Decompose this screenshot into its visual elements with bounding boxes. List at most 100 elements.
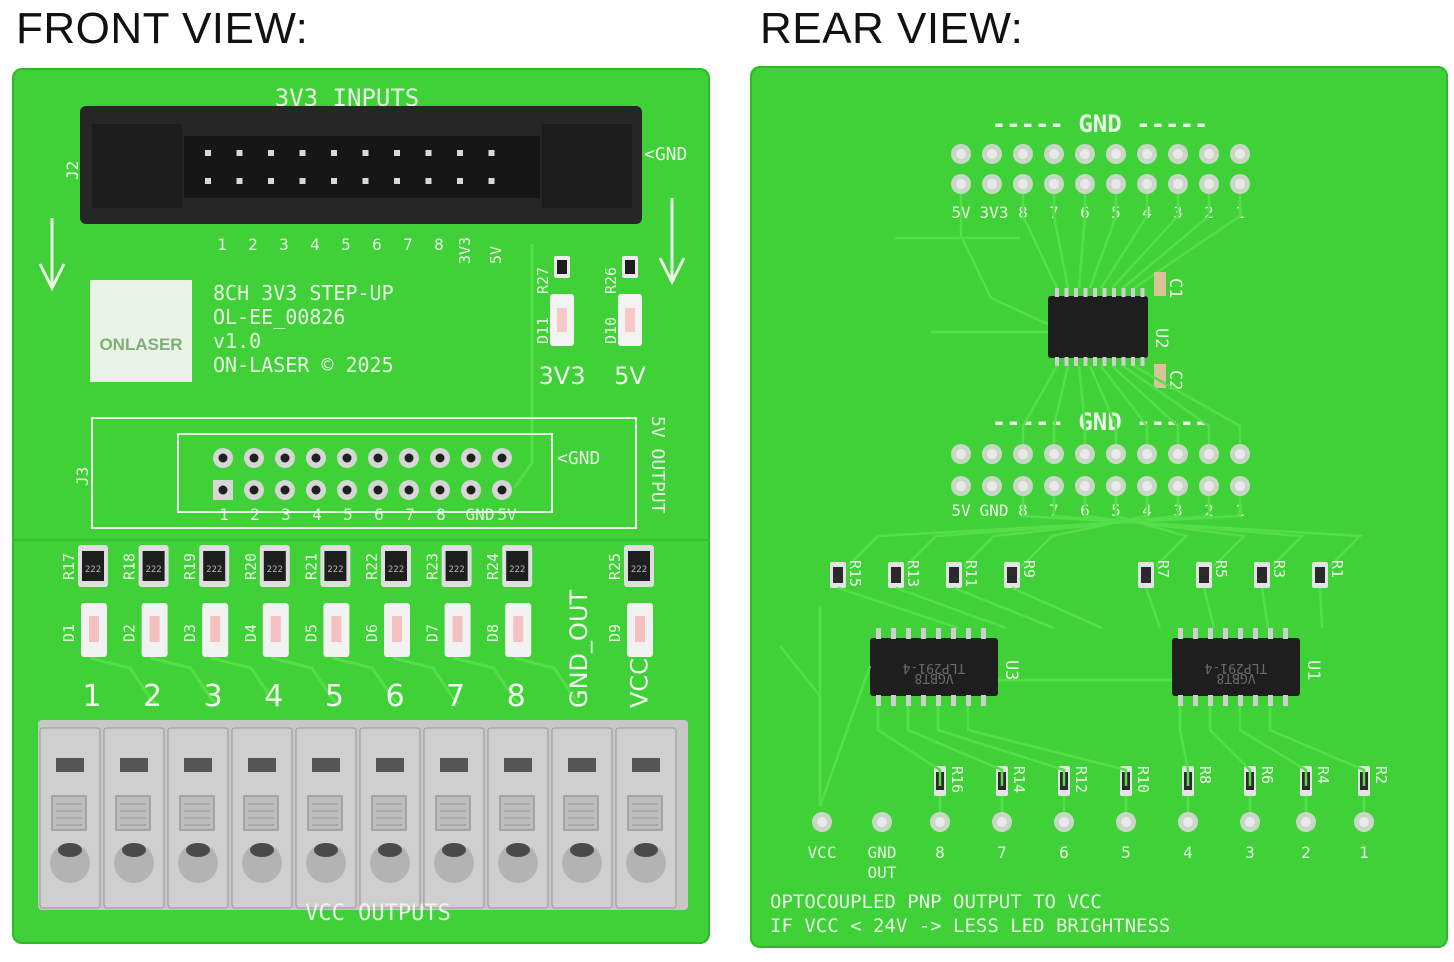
terminal-label: VCC bbox=[625, 658, 653, 708]
down-arrow-left bbox=[38, 218, 66, 292]
rear-pin-label: 5V bbox=[951, 501, 971, 520]
outputs-footer-label: VCC OUTPUTS bbox=[305, 901, 451, 926]
rear-upper-resistor-ref: R5 bbox=[1212, 560, 1230, 578]
indicator-resistor-ref: R27 bbox=[534, 267, 552, 294]
terminal-label: 3 bbox=[204, 679, 223, 714]
rear-lower-resistor-ref: R10 bbox=[1134, 766, 1152, 793]
output-pin-label: 5 bbox=[343, 505, 353, 524]
rear-bottom-pin-label: OUT bbox=[868, 863, 897, 882]
indicator-led-ref: D10 bbox=[602, 317, 620, 344]
terminal-label: 2 bbox=[143, 679, 162, 714]
rear-bottom-pin-label: VCC bbox=[808, 843, 837, 862]
u3-ref: U3 bbox=[1001, 660, 1021, 680]
j2-ref: J2 bbox=[63, 161, 82, 180]
rear-view-title: REAR VIEW: bbox=[760, 4, 1024, 53]
rear-lower-resistor-ref: R8 bbox=[1196, 766, 1214, 784]
svg-text:222: 222 bbox=[388, 565, 404, 575]
channel-resistor-ref: R21 bbox=[302, 553, 320, 580]
channel-led-ref: D2 bbox=[121, 624, 139, 642]
terminal-label: 7 bbox=[446, 679, 465, 714]
rear-lower-resistor-ref: R6 bbox=[1258, 766, 1276, 784]
output-pin-label: 2 bbox=[250, 505, 260, 524]
input-pin-label: 3 bbox=[279, 235, 289, 254]
terminal-label: 4 bbox=[264, 679, 283, 714]
svg-text:VGBT8: VGBT8 bbox=[1216, 670, 1255, 685]
output-pin-label: GND bbox=[466, 505, 495, 524]
u1-ref: U1 bbox=[1303, 660, 1323, 680]
output-pin-label: 1 bbox=[219, 505, 229, 524]
input-pin-label: 3V3 bbox=[456, 237, 474, 264]
rear-bottom-pin-label: 1 bbox=[1359, 843, 1369, 862]
j3-header-pins bbox=[213, 448, 512, 500]
c1-capacitor bbox=[1154, 272, 1166, 296]
output-pin-label: 6 bbox=[374, 505, 384, 524]
front-view-title: FRONT VIEW: bbox=[16, 4, 309, 53]
svg-text:ONLASER: ONLASER bbox=[99, 335, 182, 354]
terminal-label: 8 bbox=[507, 679, 526, 714]
j3-gnd-marker: <GND bbox=[557, 448, 600, 469]
channel-led-ref: D1 bbox=[60, 624, 78, 642]
j2-gnd-marker: <GND bbox=[644, 144, 687, 165]
output-pin-label: 5V bbox=[497, 505, 517, 524]
rear-bottom-pin-label: 8 bbox=[935, 843, 945, 862]
rear-pin-label: GND bbox=[980, 501, 1009, 520]
rear-upper-resistor-ref: R1 bbox=[1328, 560, 1346, 578]
down-arrow-right bbox=[658, 198, 686, 286]
terminal-labels: 1 2 3 4 5 6 7 8 GND_OUT VCC bbox=[82, 590, 653, 714]
indicator-led-ref: D11 bbox=[534, 317, 552, 344]
indicator-label: 5V bbox=[614, 362, 646, 390]
channel-led-ref: D4 bbox=[242, 624, 260, 642]
terminal-label: 5 bbox=[325, 679, 344, 714]
rear-lower-resistor-ref: R16 bbox=[948, 766, 966, 793]
input-pin-label: 1 bbox=[217, 235, 227, 254]
terminal-block bbox=[38, 720, 688, 910]
svg-text:222: 222 bbox=[85, 565, 101, 575]
output-side-label: 5V OUTPUT bbox=[647, 416, 668, 514]
rear-upper-resistor-ref: R7 bbox=[1154, 560, 1172, 578]
channel-led-ref: D5 bbox=[302, 624, 320, 642]
svg-text:222: 222 bbox=[509, 565, 525, 575]
rear-upper-resistor-ref: R9 bbox=[1020, 560, 1038, 578]
terminal-label: GND_OUT bbox=[565, 590, 593, 708]
channel-resistor-ref: R24 bbox=[484, 553, 502, 580]
rear-pin-label: 3V3 bbox=[980, 203, 1009, 222]
channel-resistor-ref: R25 bbox=[606, 553, 624, 580]
input-pin-label: 6 bbox=[372, 235, 382, 254]
info-line: 8CH 3V3 STEP-UP bbox=[213, 281, 394, 305]
rear-lower-resistor-ref: R14 bbox=[1010, 766, 1028, 793]
channel-resistor-ref: R19 bbox=[181, 553, 199, 580]
channel-resistor-ref: R23 bbox=[424, 553, 442, 580]
c1-ref: C1 bbox=[1165, 278, 1185, 298]
input-pin-label: 5 bbox=[341, 235, 351, 254]
indicator-label: 3V3 bbox=[539, 362, 586, 390]
input-pin-label: 5V bbox=[487, 246, 505, 264]
rear-bottom-pin-label: 7 bbox=[997, 843, 1007, 862]
terminal-label: 1 bbox=[82, 679, 101, 714]
terminal-label: 6 bbox=[385, 679, 404, 714]
rear-note-line-1: OPTOCOUPLED PNP OUTPUT TO VCC bbox=[770, 891, 1102, 913]
channel-resistor-ref: R18 bbox=[121, 553, 139, 580]
channel-led-ref: D8 bbox=[484, 624, 502, 642]
svg-text:222: 222 bbox=[327, 565, 343, 575]
input-pin-label: 8 bbox=[434, 235, 444, 254]
output-pin-label: 3 bbox=[281, 505, 291, 524]
rear-upper-resistor-ref: R15 bbox=[846, 560, 864, 587]
svg-text:222: 222 bbox=[448, 565, 464, 575]
input-pin-label: 2 bbox=[248, 235, 258, 254]
u2-ref: U2 bbox=[1151, 328, 1171, 348]
svg-text:222: 222 bbox=[631, 565, 647, 575]
rear-mid-pads bbox=[951, 444, 1250, 496]
svg-text:TLP291-4: TLP291-4 bbox=[903, 660, 966, 675]
u3-ic: TLP291-4 VGBT8 bbox=[870, 628, 998, 706]
channel-resistor-ref: R20 bbox=[242, 553, 260, 580]
svg-text:222: 222 bbox=[145, 565, 161, 575]
rear-note-line-2: IF VCC < 24V -> LESS LED BRIGHTNESS bbox=[770, 915, 1170, 937]
rear-lower-resistor-ref: R2 bbox=[1372, 766, 1390, 784]
output-pin-label: 7 bbox=[405, 505, 415, 524]
j2-connector bbox=[80, 106, 642, 224]
